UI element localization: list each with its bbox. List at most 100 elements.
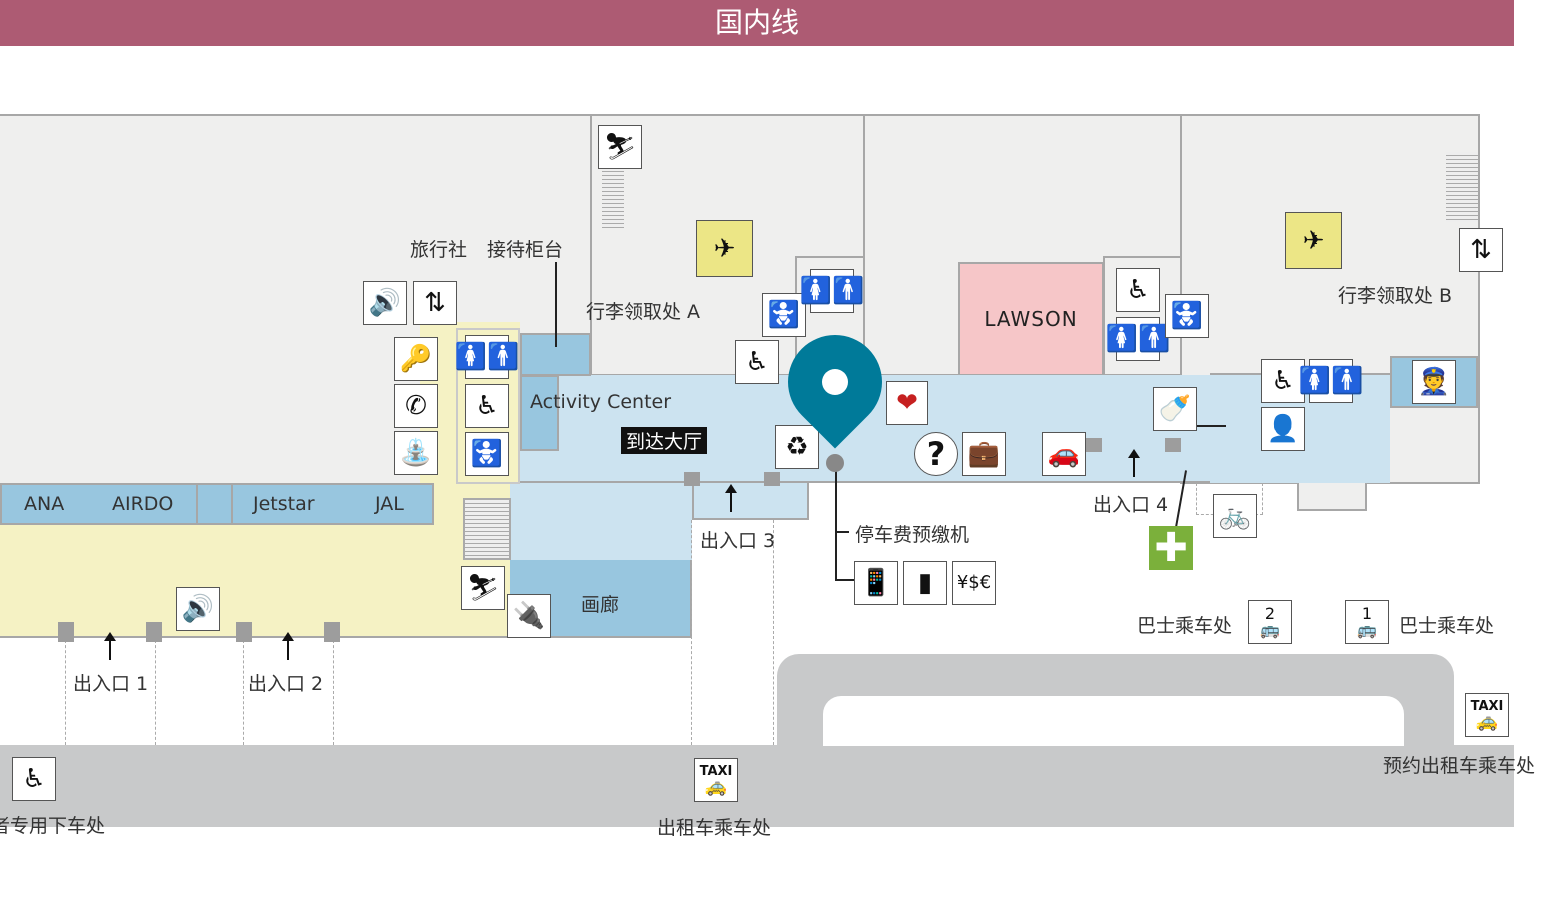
leader-line [1196, 425, 1226, 427]
telephone-icon[interactable]: ✆ [394, 384, 438, 428]
airline-counters [0, 483, 434, 525]
bicycle-parking-icon[interactable]: 🚲 [1213, 494, 1257, 538]
door [1086, 438, 1102, 452]
exit-3-vestibule [692, 483, 809, 520]
wheelchair-icon: ♿ [12, 757, 56, 801]
currency-exchange-icon[interactable]: ¥$€ [952, 561, 996, 605]
road-main [0, 745, 1514, 827]
used-cooking-oil-bin-icon: ♻ [775, 425, 819, 469]
entrance-arrow-icon [725, 484, 737, 512]
label-parking-machine: 停车费预缴机 [855, 524, 970, 546]
taxi-sign: TAXI [699, 763, 733, 779]
door [1165, 438, 1181, 452]
leader-line [835, 579, 855, 581]
first-aid-icon[interactable]: ✚ [1149, 525, 1193, 571]
counter-jetstar[interactable]: Jetstar [253, 493, 315, 515]
road-island [823, 696, 1404, 746]
aed-icon[interactable]: ❤ [886, 381, 928, 425]
stairs[interactable] [463, 498, 511, 560]
taxi-sign: TAXI [1470, 698, 1504, 714]
label-accessible-dropoff: 残障者专用下车处 [0, 815, 105, 837]
walkway-line [243, 640, 244, 745]
police-icon[interactable]: 👮 [1412, 360, 1456, 404]
leader-line [555, 262, 557, 347]
label-gallery: 画廊 [581, 594, 620, 616]
elevator-icon[interactable]: ⇅ [1459, 228, 1503, 272]
baby-changing-icon[interactable]: 🚼 [762, 293, 806, 337]
charging-station-icon[interactable]: 🔌 [507, 594, 551, 638]
label-bus-stop-2: 巴士乘车处 [1137, 615, 1233, 637]
door [58, 622, 74, 642]
taxi-icon[interactable]: TAXI🚕 [694, 758, 738, 802]
baggage-delivery-icon[interactable]: 💼 [962, 432, 1006, 476]
accessible-restroom-icon[interactable]: ♿ [1261, 359, 1305, 403]
escalator-icon[interactable]: ⛷ [461, 566, 505, 610]
entrance-arrow-icon [104, 632, 116, 660]
medical-room-icon[interactable]: 👤 [1261, 407, 1305, 451]
label-baggage-a: 行李领取处 A [586, 301, 701, 323]
label-exit-4: 出入口 4 [1093, 494, 1169, 516]
lawson-label: LAWSON [984, 307, 1078, 331]
walkway-line [333, 640, 334, 745]
baby-changing-icon[interactable]: 🚼 [1165, 294, 1209, 338]
drinking-fountain-icon[interactable]: ⛲ [394, 431, 438, 475]
baby-changing-icon[interactable]: 🚼 [465, 432, 509, 476]
restroom-icon[interactable]: 🚺🚹 [1299, 359, 1363, 403]
accessible-restroom-icon[interactable]: ♿ [465, 384, 509, 428]
baggage-claim-plane-icon: ✈ [1285, 212, 1342, 269]
label-exit-3: 出入口 3 [700, 530, 776, 552]
stairs-north[interactable] [602, 168, 624, 228]
nursing-room-icon[interactable]: 🍼 [1153, 387, 1197, 431]
entrance-arrow-icon [282, 632, 294, 660]
accessible-restroom-icon[interactable]: ♿ [735, 340, 779, 384]
stairs-east[interactable] [1446, 152, 1478, 222]
door [764, 472, 780, 486]
label-baggage-b: 行李领取处 B [1338, 285, 1453, 307]
location-pin-anchor [826, 454, 844, 472]
location-pin-dot [822, 369, 848, 395]
announcement-speaker-icon[interactable]: 🔊 [363, 281, 407, 325]
counter-divider [196, 483, 198, 525]
information-icon[interactable]: ? [914, 432, 958, 476]
bus-stop-2-icon[interactable]: 2🚌 [1248, 600, 1292, 644]
counter-airdo[interactable]: AIRDO [112, 493, 174, 515]
bus-stop-1-icon[interactable]: 1🚌 [1345, 600, 1389, 644]
coin-locker-icon[interactable]: 🔑 [394, 337, 438, 381]
reserved-taxi-icon[interactable]: TAXI🚕 [1465, 693, 1509, 737]
door [684, 472, 700, 486]
label-exit-2: 出入口 2 [248, 673, 324, 695]
walkway-line [773, 520, 774, 745]
mobile-payment-icon[interactable]: 📱 [854, 561, 898, 605]
corridor-south [510, 483, 692, 563]
bus-stop-number: 2 [1264, 604, 1276, 623]
label-reception: 接待柜台 [487, 239, 564, 261]
baggage-claim-plane-icon: ✈ [696, 220, 753, 277]
rental-car-icon[interactable]: 🚗 [1042, 432, 1086, 476]
elevator-icon[interactable]: ⇅ [413, 281, 457, 325]
payment-machine-icon[interactable]: ▮ [903, 561, 947, 605]
restroom-icon[interactable]: 🚺🚹 [1106, 317, 1170, 361]
door [146, 622, 162, 642]
announcement-speaker-icon[interactable]: 🔊 [176, 587, 220, 631]
escalator-icon[interactable]: ⛷ [598, 125, 642, 169]
walkway-line [691, 520, 692, 745]
label-reserved-taxi: 预约出租车乘车处 [1383, 755, 1536, 777]
lawson-store[interactable]: LAWSON [958, 262, 1104, 376]
label-bus-stop-1: 巴士乘车处 [1399, 615, 1495, 637]
label-activity-center[interactable]: Activity Center [530, 391, 672, 413]
restroom-icon[interactable]: 🚺🚹 [800, 269, 864, 313]
accessible-restroom-icon[interactable]: ♿ [1116, 268, 1160, 312]
walkway-line [155, 640, 156, 745]
entrance-arrow-icon [1128, 449, 1140, 477]
label-arrival-hall: 到达大厅 [621, 427, 708, 454]
restroom-icon[interactable]: 🚺🚹 [455, 335, 519, 379]
page-header: 国内线 [0, 0, 1514, 46]
label-travel-agency: 旅行社 [410, 239, 468, 261]
counter-jal[interactable]: JAL [375, 493, 404, 515]
counter-ana[interactable]: ANA [24, 493, 65, 515]
bus-stop-number: 1 [1361, 604, 1373, 623]
activity-center-booth [520, 375, 559, 451]
walkway-line [65, 640, 66, 745]
door [324, 622, 340, 642]
door [236, 622, 252, 642]
